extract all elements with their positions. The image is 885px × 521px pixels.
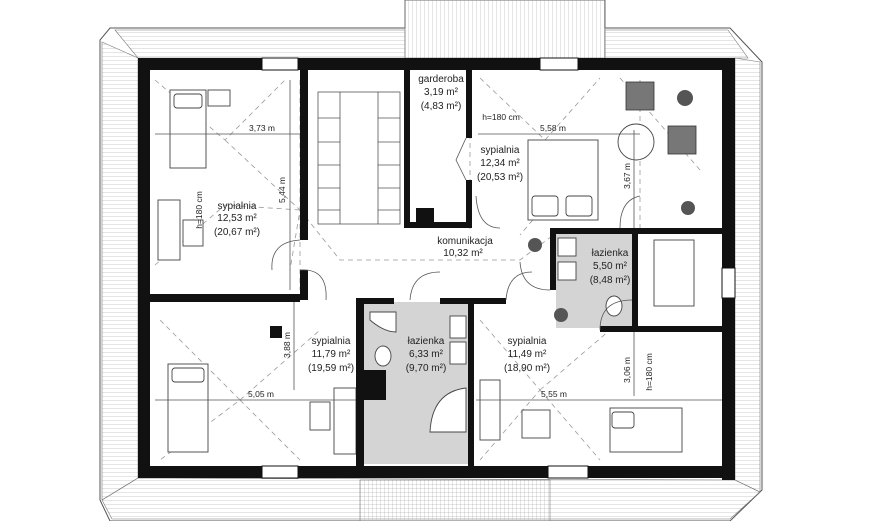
svg-text:sypialnia: sypialnia bbox=[481, 145, 520, 156]
bed-top-left bbox=[157, 89, 231, 261]
svg-text:11,79 m²: 11,79 m² bbox=[312, 349, 351, 360]
svg-text:6,33 m²: 6,33 m² bbox=[409, 349, 444, 360]
door-swings bbox=[271, 137, 641, 331]
svg-text:sypialnia: sypialnia bbox=[312, 336, 351, 347]
svg-text:sypialnia: sypialnia bbox=[508, 336, 547, 347]
room-label-bed-br: sypialnia 11,49 m² (18,90 m²) bbox=[504, 336, 550, 374]
svg-text:5,50 m²: 5,50 m² bbox=[593, 261, 628, 272]
bed-bottom-left bbox=[167, 363, 357, 455]
svg-text:(9,70 m²): (9,70 m²) bbox=[406, 363, 447, 374]
svg-text:10,32 m²: 10,32 m² bbox=[443, 248, 483, 259]
plant-icon bbox=[528, 90, 695, 322]
svg-text:(19,59 m²): (19,59 m²) bbox=[308, 363, 354, 374]
staircase bbox=[317, 91, 401, 225]
svg-text:łazienka: łazienka bbox=[408, 336, 445, 347]
room-label-bed-bl: sypialnia 11,79 m² (19,59 m²) bbox=[308, 336, 354, 374]
svg-text:(18,90 m²): (18,90 m²) bbox=[504, 363, 550, 374]
dim-br-headroom: h=180 cm bbox=[644, 353, 654, 391]
svg-text:11,49 m²: 11,49 m² bbox=[508, 349, 547, 360]
room-label-bed-tr: sypialnia 12,34 m² (20,53 m²) bbox=[477, 145, 523, 183]
dim-tl-headroom: h=180 cm bbox=[194, 191, 204, 229]
svg-text:garderoba: garderoba bbox=[418, 74, 464, 85]
svg-text:(4,83 m²): (4,83 m²) bbox=[421, 101, 462, 112]
svg-text:komunikacja: komunikacja bbox=[437, 236, 493, 247]
svg-text:sypialnia: sypialnia bbox=[218, 201, 257, 212]
dim-tr-height: 3,67 m bbox=[622, 163, 632, 189]
dim-tr-headroom: h=180 cm bbox=[482, 112, 520, 122]
dim-tl-width: 3,73 m bbox=[249, 123, 275, 133]
room-label-bath-r: łazienka 5,50 m² (8,48 m²) bbox=[590, 248, 631, 286]
dim-br-height: 3,06 m bbox=[622, 357, 632, 383]
dim-tl-height: 5,44 m bbox=[277, 177, 287, 203]
bed-top-right bbox=[527, 81, 697, 221]
svg-text:12,34 m²: 12,34 m² bbox=[480, 158, 520, 169]
dim-tr-width: 5,58 m bbox=[540, 123, 566, 133]
svg-text:(20,53 m²): (20,53 m²) bbox=[477, 172, 523, 183]
svg-text:(8,48 m²): (8,48 m²) bbox=[590, 275, 631, 286]
walls bbox=[138, 57, 736, 480]
svg-text:łazienka: łazienka bbox=[592, 248, 629, 259]
dim-br-width: 5,55 m bbox=[541, 389, 567, 399]
svg-text:3,19 m²: 3,19 m² bbox=[424, 87, 459, 98]
dimension-lines bbox=[155, 80, 722, 401]
svg-text:(20,67 m²): (20,67 m²) bbox=[214, 227, 260, 238]
dim-bl-width: 5,05 m bbox=[248, 389, 274, 399]
bathroom-center-fixtures bbox=[369, 311, 467, 433]
room-label-bed-tl: sypialnia 12,53 m² (20,67 m²) bbox=[214, 201, 260, 238]
roof bbox=[99, 0, 763, 521]
room-label-garderoba: garderoba 3,19 m² (4,83 m²) bbox=[418, 74, 464, 112]
room-label-bath-c: łazienka 6,33 m² (9,70 m²) bbox=[406, 336, 447, 374]
dim-bl-height: 3,88 m bbox=[282, 332, 292, 358]
bed-bottom-right bbox=[479, 379, 683, 453]
bathroom-right-fixtures bbox=[557, 237, 695, 317]
svg-text:12,53 m²: 12,53 m² bbox=[217, 213, 257, 224]
room-label-komunikacja: komunikacja 10,32 m² bbox=[437, 236, 493, 259]
